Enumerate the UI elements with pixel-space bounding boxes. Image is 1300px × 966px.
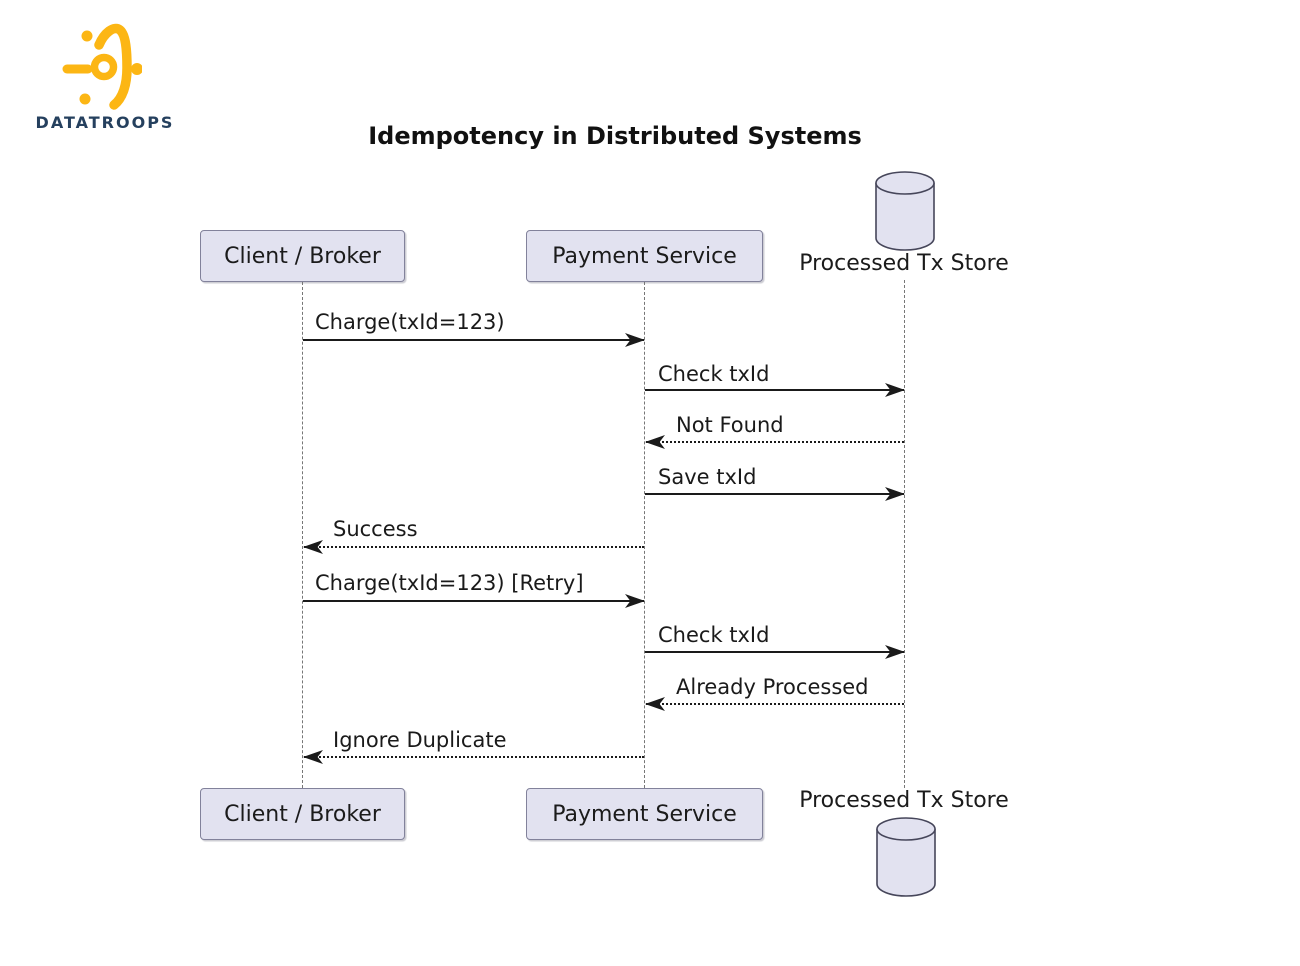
- arrowhead-left-icon: [645, 435, 665, 449]
- arrowhead-left-icon: [303, 540, 323, 554]
- message-label: Charge(txId=123) [Retry]: [315, 571, 584, 595]
- message-label: Check txId: [658, 623, 770, 647]
- message-arrow: [645, 435, 904, 449]
- database-icon: [875, 171, 935, 251]
- message-label: Save txId: [658, 465, 757, 489]
- diagram-title: Idempotency in Distributed Systems: [368, 122, 862, 150]
- arrowhead-right-icon: [885, 383, 905, 397]
- participant-box-payment-top: Payment Service: [526, 230, 763, 282]
- message-label: Not Found: [676, 413, 784, 437]
- message-label: Check txId: [658, 362, 770, 386]
- message-arrow: [303, 333, 645, 347]
- participant-label-store-top: Processed Tx Store: [799, 251, 1009, 276]
- message-arrow: [303, 594, 645, 608]
- message-arrow: [303, 750, 644, 764]
- lifeline-store: [904, 280, 905, 788]
- message-label: Already Processed: [676, 675, 869, 699]
- message-label: Success: [333, 517, 418, 541]
- participant-label-store-bottom: Processed Tx Store: [799, 788, 1009, 813]
- arrowhead-right-icon: [885, 645, 905, 659]
- arrowhead-left-icon: [645, 697, 665, 711]
- lifeline-payment: [644, 282, 645, 788]
- message-arrow: [645, 383, 905, 397]
- message-arrow: [645, 697, 904, 711]
- participant-box-payment-bottom: Payment Service: [526, 788, 763, 840]
- message-arrow: [645, 645, 905, 659]
- database-icon: [876, 817, 936, 897]
- participant-box-client-bottom: Client / Broker: [200, 788, 405, 840]
- arrowhead-right-icon: [625, 594, 645, 608]
- message-label: Charge(txId=123): [315, 310, 505, 334]
- participant-box-client-top: Client / Broker: [200, 230, 405, 282]
- arrowhead-right-icon: [885, 487, 905, 501]
- brand-name: DATATROOPS: [35, 113, 175, 132]
- message-arrow: [645, 487, 905, 501]
- message-arrow: [303, 540, 644, 554]
- arrowhead-right-icon: [625, 333, 645, 347]
- sunburst-icon: [62, 23, 142, 110]
- lifeline-client: [302, 282, 303, 788]
- arrowhead-left-icon: [303, 750, 323, 764]
- message-label: Ignore Duplicate: [333, 728, 507, 752]
